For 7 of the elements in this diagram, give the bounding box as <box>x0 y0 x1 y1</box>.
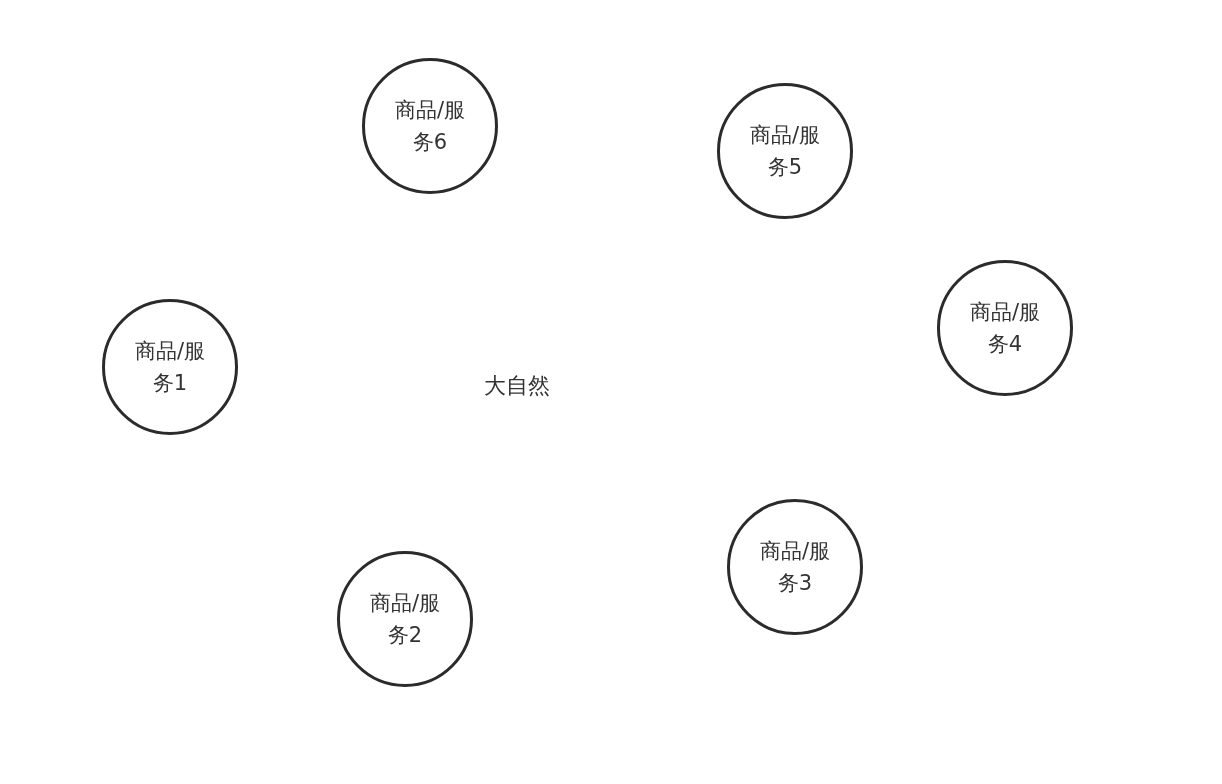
node-label: 商品/服务1 <box>133 338 207 397</box>
node-label: 商品/服务3 <box>758 538 832 597</box>
center-label: 大自然 <box>484 372 550 400</box>
node-label: 商品/服务2 <box>368 590 442 649</box>
node-label: 商品/服务5 <box>748 122 822 181</box>
node-label: 商品/服务4 <box>968 299 1042 358</box>
node-label: 商品/服务6 <box>393 97 467 156</box>
